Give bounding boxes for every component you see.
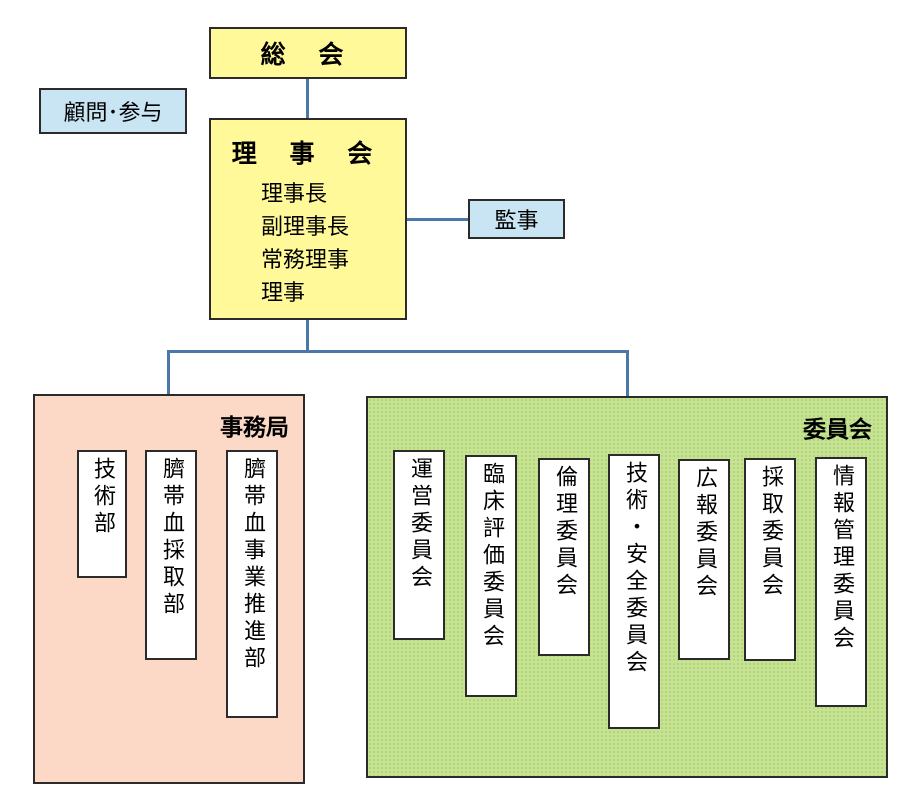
- department-box: 技術部: [77, 450, 127, 578]
- general-assembly-label: 総 会: [260, 40, 356, 69]
- committee-box: 運営委員会: [393, 450, 445, 640]
- committee-box: 採取委員会: [744, 458, 796, 661]
- committees-area: 委員会 運営委員会 臨床評価委員会 倫理委員会 技術・安全委員会 広報委員会 採…: [366, 396, 888, 778]
- auditor-box: 監事: [468, 199, 565, 239]
- connector-horizontal-branch: [167, 350, 629, 353]
- department-label: 技術部: [90, 457, 115, 538]
- committee-box: 広報委員会: [678, 459, 730, 660]
- advisors-box: 顧問･参与: [39, 88, 187, 134]
- connector-assembly-board: [306, 79, 309, 118]
- committee-label: 運営委員会: [407, 457, 432, 592]
- general-assembly-box: 総 会: [209, 27, 407, 79]
- board-title: 理 事 会: [231, 139, 385, 168]
- advisors-label: 顧問･参与: [63, 101, 163, 126]
- board-member: 理事: [261, 281, 306, 306]
- committee-label: 採取委員会: [758, 465, 783, 600]
- committee-label: 広報委員会: [692, 466, 717, 601]
- board-member: 常務理事: [261, 248, 350, 273]
- committee-box: 情報管理委員会: [815, 457, 867, 707]
- committee-label: 臨床評価委員会: [479, 462, 504, 651]
- connector-to-committees: [626, 350, 629, 396]
- connector-board-down: [306, 320, 309, 352]
- committee-label: 倫理委員会: [552, 465, 577, 600]
- board-box: 理 事 会 理事長 副理事長 常務理事 理事: [209, 118, 407, 320]
- committee-label: 情報管理委員会: [829, 464, 854, 653]
- committees-title: 委員会: [803, 417, 872, 443]
- board-members: 理事長 副理事長 常務理事 理事: [261, 178, 349, 310]
- connector-board-auditor: [407, 218, 468, 221]
- department-box: 臍帯血事業推進部: [226, 450, 278, 718]
- committee-box: 臨床評価委員会: [465, 455, 517, 697]
- secretariat-title: 事務局: [220, 415, 289, 441]
- board-member: 理事長: [261, 182, 328, 207]
- committee-box: 倫理委員会: [538, 458, 590, 656]
- committee-box: 技術・安全委員会: [608, 454, 660, 729]
- department-label: 臍帯血採取部: [159, 457, 184, 619]
- auditor-label: 監事: [494, 209, 539, 234]
- department-label: 臍帯血事業推進部: [240, 457, 265, 673]
- connector-to-secretariat: [167, 350, 170, 394]
- committee-label: 技術・安全委員会: [622, 461, 647, 677]
- department-box: 臍帯血採取部: [145, 450, 197, 660]
- board-member: 副理事長: [261, 215, 350, 240]
- secretariat-area: 事務局 技術部 臍帯血採取部 臍帯血事業推進部: [33, 394, 305, 784]
